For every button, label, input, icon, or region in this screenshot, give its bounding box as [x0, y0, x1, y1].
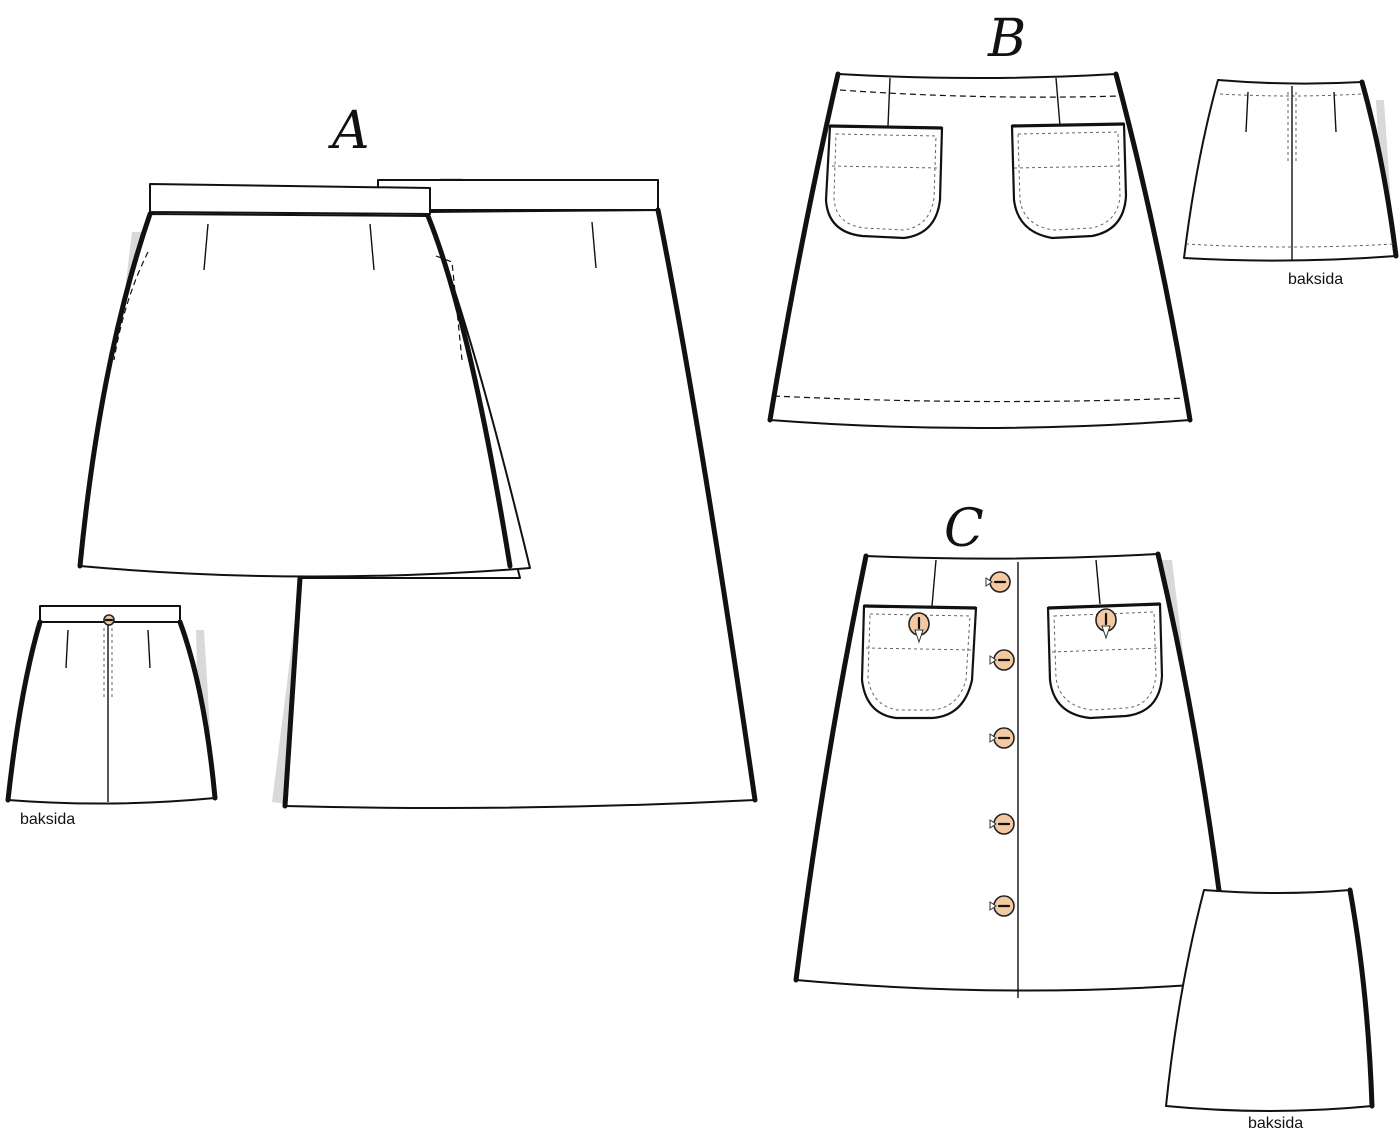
skirt-b-back-view [1183, 79, 1399, 262]
front-button-icon [989, 813, 1015, 835]
view-c-back-label: baksida [1248, 1115, 1303, 1132]
front-button-icon [989, 895, 1015, 917]
front-button-icon [985, 571, 1011, 593]
view-b-back-label: baksida [1288, 271, 1343, 288]
view-b-letter: B [987, 9, 1026, 69]
skirt-c-front [793, 551, 1233, 998]
view-c-letter: C [944, 499, 984, 559]
skirt-c-back-view [1165, 887, 1375, 1112]
front-button-icon [989, 727, 1015, 749]
view-b: B [767, 9, 1399, 429]
skirt-c-right-pocket [1046, 602, 1164, 720]
skirt-b-front [767, 71, 1193, 429]
skirt-c-left-pocket [860, 604, 978, 720]
skirt-b-right-pocket [1010, 122, 1128, 240]
view-c: C [793, 499, 1375, 1132]
view-a-letter: A [328, 101, 370, 161]
view-a: A [5, 101, 758, 828]
skirt-a-back-view [5, 605, 218, 805]
skirt-a-short-front [77, 183, 531, 578]
skirt-b-left-pocket [824, 124, 944, 240]
view-a-back-label: baksida [20, 811, 75, 828]
front-button-icon [989, 649, 1015, 671]
skirt-c-front-buttons [985, 571, 1015, 917]
